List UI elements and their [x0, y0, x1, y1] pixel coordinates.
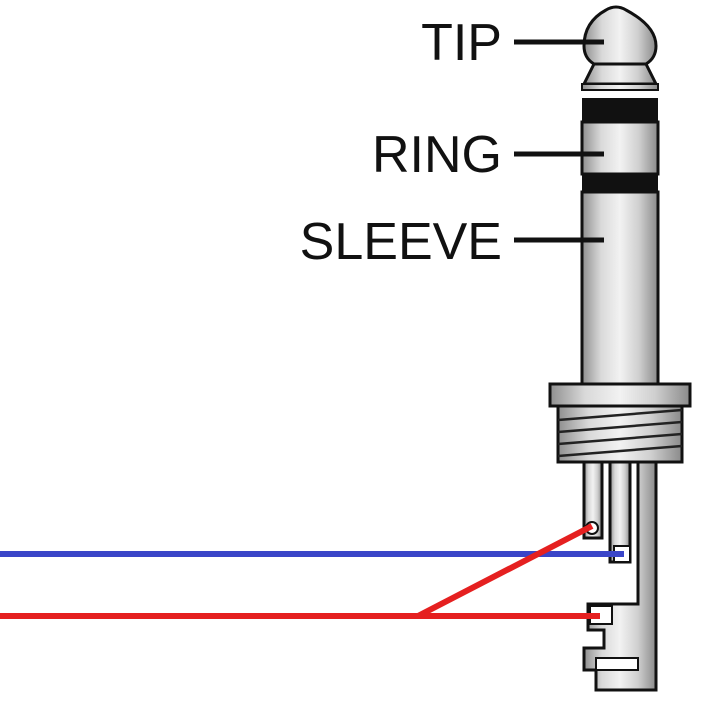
- collar: [548, 382, 692, 408]
- ring-contact: [580, 120, 660, 176]
- sleeve-solder-tab: [582, 460, 658, 692]
- tip-neck: [581, 62, 659, 86]
- tip-label: TIP: [421, 14, 502, 72]
- sleeve-tab-inner: [595, 657, 639, 671]
- tip-contact: [582, 5, 658, 66]
- ring-label: RING: [372, 126, 502, 184]
- insulator-band-upper: [581, 83, 659, 91]
- thread-lines: [557, 408, 683, 458]
- sleeve-label: SLEEVE: [300, 213, 502, 271]
- insulator-band-lower-black: [582, 174, 658, 192]
- sleeve-contact: [580, 190, 660, 386]
- red-wire: [0, 523, 594, 619]
- insulator-band-upper-black: [582, 98, 658, 122]
- solder-tabs: [582, 460, 658, 692]
- tip-solder-tab: [582, 460, 604, 540]
